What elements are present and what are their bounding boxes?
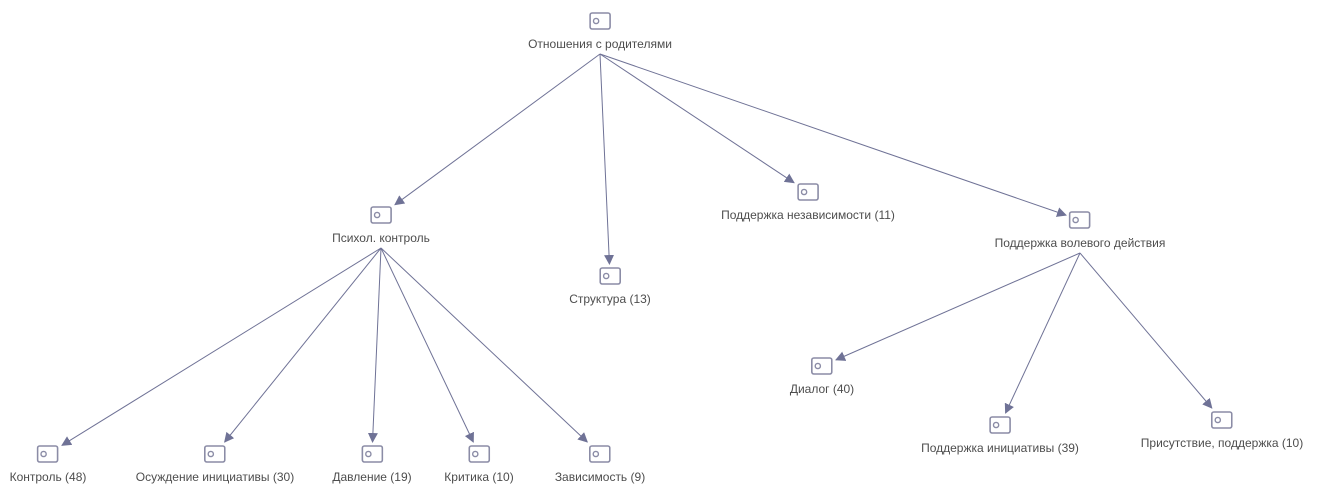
code-tag-icon xyxy=(370,206,392,224)
node-label: Давление (19) xyxy=(332,470,412,484)
node-label: Поддержка инициативы (39) xyxy=(921,441,1079,455)
edge-volitional-initiative xyxy=(1004,252,1081,414)
node-dependence[interactable]: Зависимость (9) xyxy=(555,445,645,484)
edge-psych-criticism xyxy=(380,247,474,443)
node-pressure[interactable]: Давление (19) xyxy=(332,445,412,484)
edge-root-independence xyxy=(599,53,795,184)
node-criticism[interactable]: Критика (10) xyxy=(444,445,514,484)
node-volitional-support[interactable]: Поддержка волевого действия xyxy=(994,211,1166,250)
code-tag-icon xyxy=(1211,411,1233,429)
edge-root-structure xyxy=(599,53,615,265)
node-label: Отношения с родителями xyxy=(528,37,672,51)
edge-volitional-presence xyxy=(1079,252,1213,409)
node-dialog[interactable]: Диалог (40) xyxy=(790,357,854,396)
node-psychological-control[interactable]: Психол. контроль xyxy=(332,206,430,245)
node-initiative-condemnation[interactable]: Осуждение инициативы (30) xyxy=(136,445,294,484)
code-tag-icon xyxy=(811,357,833,375)
node-label: Зависимость (9) xyxy=(554,470,646,484)
node-label: Осуждение инициативы (30) xyxy=(135,470,295,484)
edge-root-psych xyxy=(394,53,601,206)
node-label: Поддержка независимости (11) xyxy=(721,208,895,222)
node-label: Поддержка волевого действия xyxy=(994,236,1166,250)
code-tag-icon xyxy=(589,445,611,463)
node-label: Структура (13) xyxy=(569,292,651,306)
node-label: Критика (10) xyxy=(444,470,514,484)
node-root[interactable]: Отношения с родителями xyxy=(528,12,672,51)
node-initiative-support[interactable]: Поддержка инициативы (39) xyxy=(921,416,1079,455)
edge-psych-condemn xyxy=(224,247,382,443)
node-label: Диалог (40) xyxy=(789,382,855,396)
edge-psych-control xyxy=(61,247,382,446)
code-tag-icon xyxy=(989,416,1011,434)
code-tag-icon xyxy=(468,445,490,463)
edge-root-volitional xyxy=(599,53,1067,217)
code-tag-icon xyxy=(599,267,621,285)
edge-volitional-dialog xyxy=(835,252,1081,361)
code-tag-icon xyxy=(1069,211,1091,229)
node-control[interactable]: Контроль (48) xyxy=(9,445,87,484)
code-tag-icon xyxy=(361,445,383,463)
node-label: Контроль (48) xyxy=(9,470,87,484)
code-tag-icon xyxy=(204,445,226,463)
code-tag-icon xyxy=(797,183,819,201)
code-tag-icon xyxy=(37,445,59,463)
node-label: Присутствие, поддержка (10) xyxy=(1140,436,1304,450)
node-structure[interactable]: Структура (13) xyxy=(569,267,651,306)
node-presence-support[interactable]: Присутствие, поддержка (10) xyxy=(1141,411,1303,450)
node-label: Психол. контроль xyxy=(332,231,430,245)
code-tag-icon xyxy=(589,12,611,30)
node-independence-support[interactable]: Поддержка независимости (11) xyxy=(721,183,895,222)
edge-psych-pressure xyxy=(367,247,382,443)
edge-psych-dependence xyxy=(380,247,588,443)
